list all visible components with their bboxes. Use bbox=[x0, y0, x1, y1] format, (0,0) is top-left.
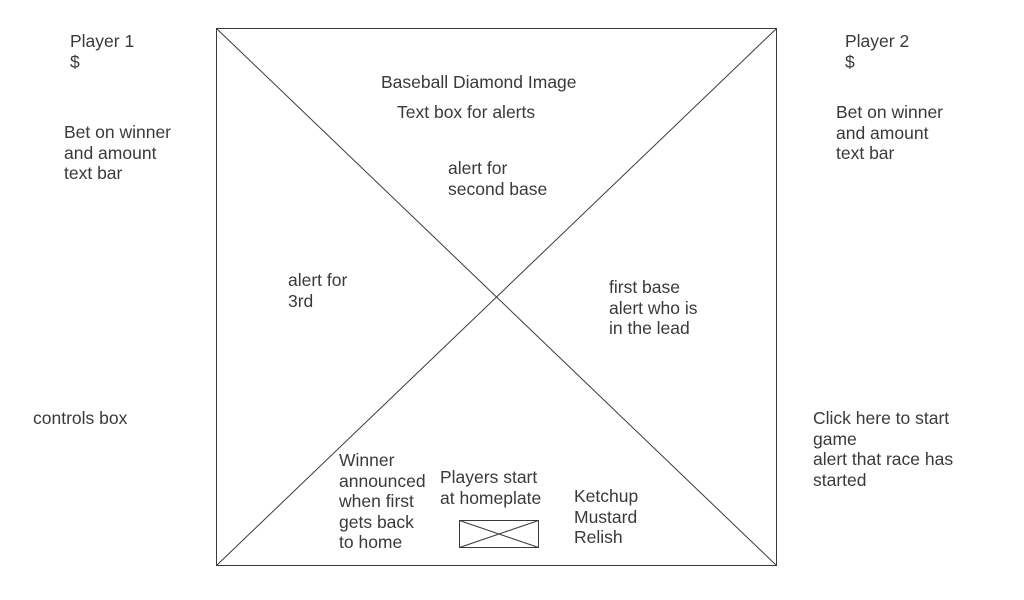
racer-list: Ketchup Mustard Relish bbox=[574, 486, 639, 547]
player-2-bet-text-bar[interactable]: Bet on winner and amount text bar bbox=[836, 102, 944, 163]
player-1-bet-text-bar[interactable]: Bet on winner and amount text bar bbox=[64, 122, 172, 183]
diamond-image-label: Baseball Diamond Image bbox=[381, 72, 577, 92]
player-1-money: $ bbox=[70, 52, 80, 72]
player-2-money: $ bbox=[845, 52, 855, 72]
home-plate-frame bbox=[459, 520, 539, 548]
home-plate-diagonal-2 bbox=[459, 520, 539, 548]
winner-alert: Winner announced when first gets back to… bbox=[339, 450, 426, 552]
home-plate-label: Players start at homeplate bbox=[440, 467, 542, 508]
first-base-alert: first base alert who is in the lead bbox=[609, 277, 698, 338]
alerts-text-box: Text box for alerts bbox=[397, 102, 536, 122]
second-base-alert: alert for second base bbox=[448, 158, 548, 199]
controls-box[interactable]: controls box bbox=[33, 408, 128, 428]
home-plate-image-placeholder bbox=[459, 520, 539, 548]
third-base-alert: alert for 3rd bbox=[288, 270, 348, 311]
player-1-name: Player 1 bbox=[70, 31, 135, 51]
diamond-diagonal-2 bbox=[216, 28, 777, 566]
diamond-frame bbox=[216, 28, 777, 566]
player-2-name: Player 2 bbox=[845, 31, 910, 51]
start-game-button[interactable]: Click here to start game alert that race… bbox=[813, 408, 954, 490]
